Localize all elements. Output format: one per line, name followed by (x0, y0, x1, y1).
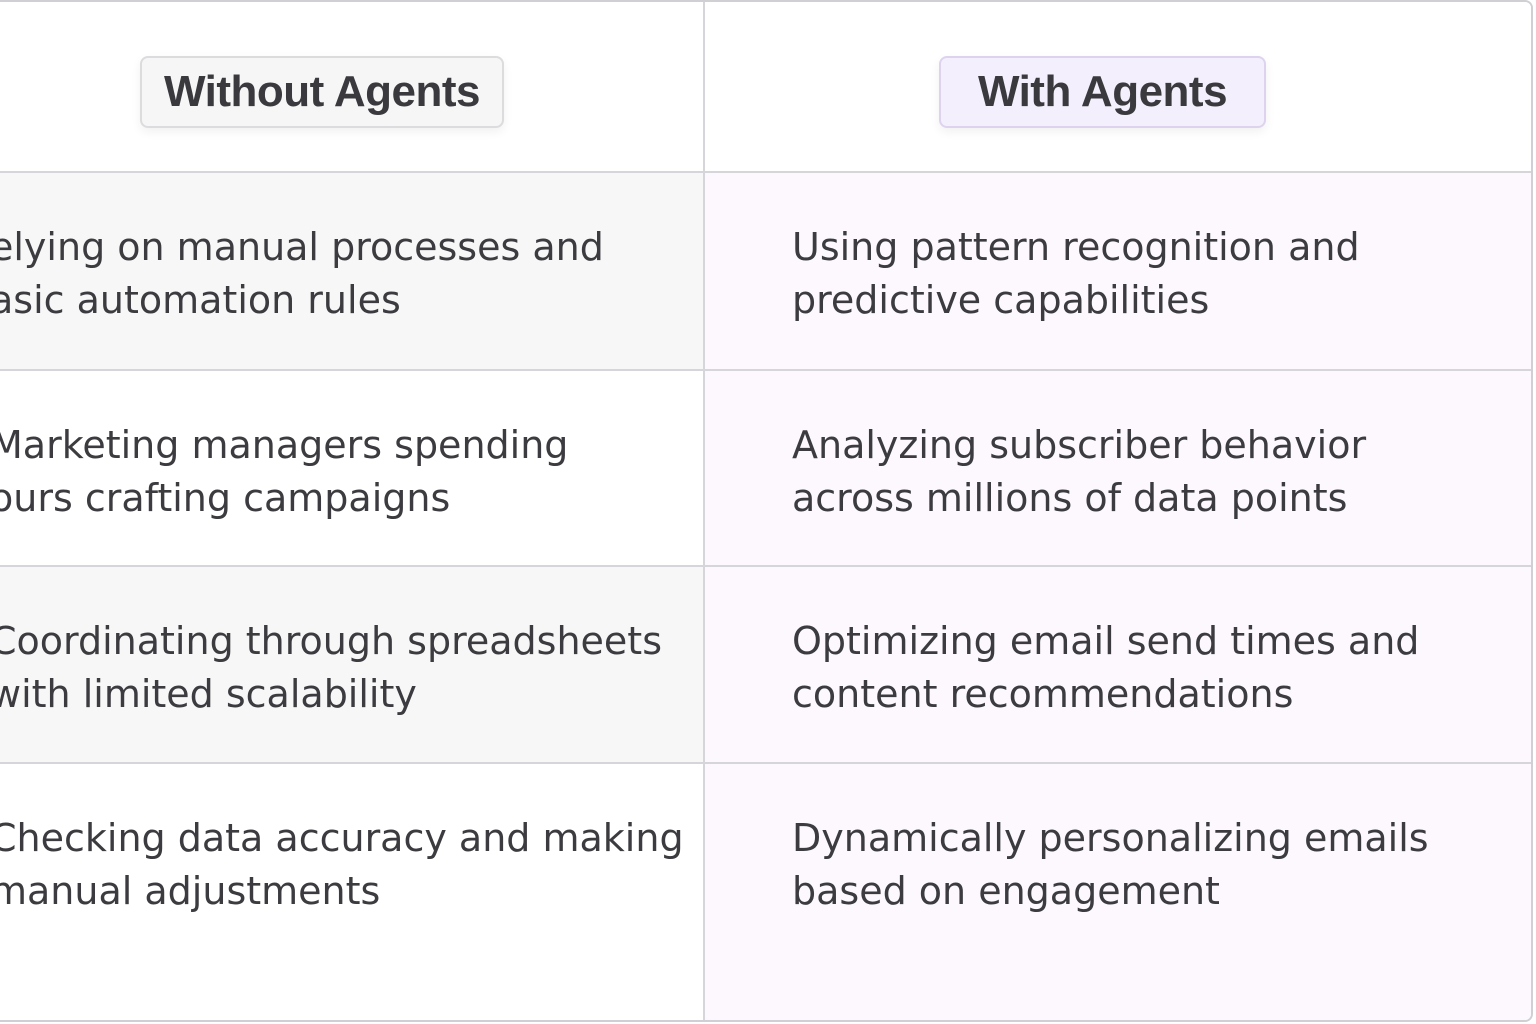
table-cell-without: Marketing managers spending ours craftin… (0, 371, 703, 565)
table-row: Marketing managers spending ours craftin… (0, 371, 1531, 567)
cell-text-with: Using pattern recognition and predictive… (792, 225, 1360, 322)
cell-text-with: Optimizing email send times and content … (792, 619, 1420, 716)
cell-text-without: Checking data accuracy and making manual… (0, 816, 684, 913)
table-row: elying on manual processes and asic auto… (0, 173, 1531, 371)
table-header-row: Without Agents With Agents (0, 2, 1531, 173)
table-cell-without: Checking data accuracy and making manual… (0, 764, 703, 1020)
table-row: Checking data accuracy and making manual… (0, 764, 1531, 1020)
cell-text-without: Coordinating through spreadsheets with l… (0, 619, 662, 716)
cell-text-without: elying on manual processes and asic auto… (0, 225, 604, 322)
cell-text-without: Marketing managers spending ours craftin… (0, 423, 569, 520)
table-cell-with: Analyzing subscriber behavior across mil… (705, 371, 1531, 565)
header-cell-without: Without Agents (0, 2, 703, 171)
header-without-agents: Without Agents (140, 56, 504, 128)
cell-text-with: Analyzing subscriber behavior across mil… (792, 423, 1367, 520)
table-cell-with: Dynamically personalizing emails based o… (705, 764, 1531, 1020)
header-cell-with: With Agents (705, 2, 1531, 171)
table-cell-without: elying on manual processes and asic auto… (0, 173, 703, 369)
table-cell-without: Coordinating through spreadsheets with l… (0, 567, 703, 762)
table-cell-with: Using pattern recognition and predictive… (705, 173, 1531, 369)
header-with-agents: With Agents (939, 56, 1266, 128)
table-row: Coordinating through spreadsheets with l… (0, 567, 1531, 764)
column-divider (703, 2, 705, 1020)
table-cell-with: Optimizing email send times and content … (705, 567, 1531, 762)
cell-text-with: Dynamically personalizing emails based o… (792, 816, 1429, 913)
